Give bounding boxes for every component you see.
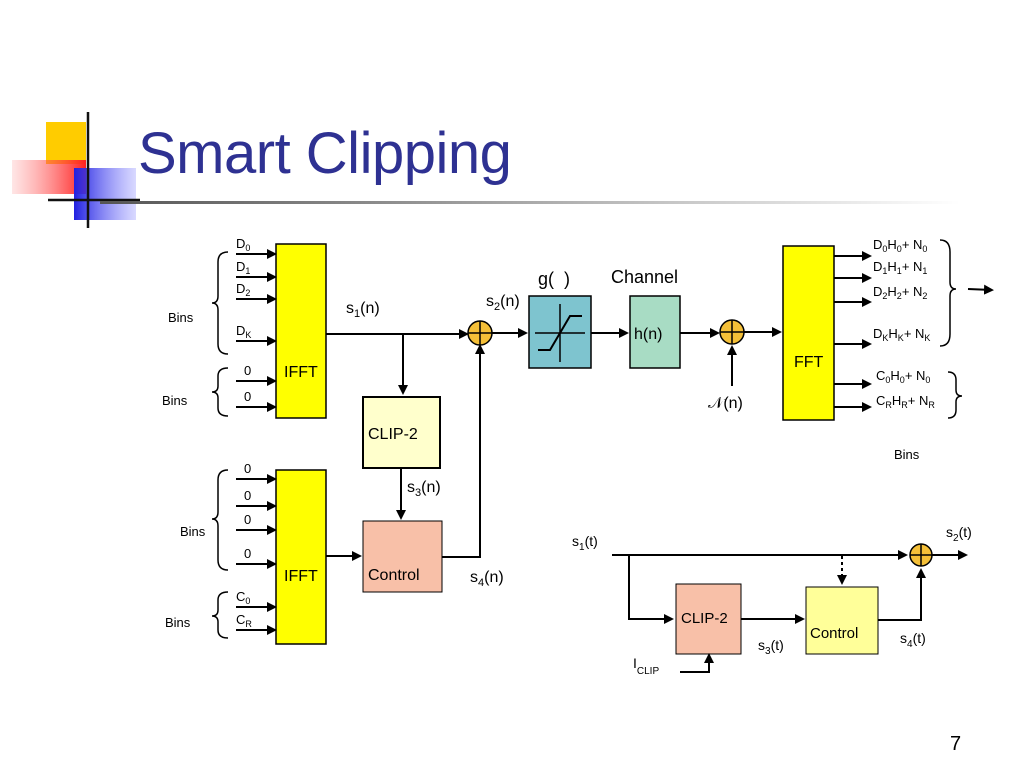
bottom-s4-label: s4(t): [900, 630, 926, 650]
summer-1: [467, 320, 493, 346]
fft-output-arrows: [834, 251, 872, 412]
control-top-block: [362, 520, 443, 593]
ifft-bottom-input-2: 0: [244, 512, 251, 527]
fft-output-label: DKHK+ NK: [873, 326, 930, 343]
s2-label: s2(n): [486, 293, 520, 313]
fft-block: [782, 245, 835, 421]
channel-block-label: h(n): [634, 326, 662, 343]
logo-red-bar: [12, 160, 86, 194]
control-bottom-label: Control: [810, 625, 858, 642]
ifft-bottom-input-3: 0: [244, 546, 251, 561]
logo-decoration: [12, 112, 140, 228]
noise-label: 𝒩(n): [708, 395, 743, 412]
logo-yellow-square: [46, 122, 86, 164]
slide-title: Smart Clipping: [138, 121, 512, 186]
fft-output-label: CRHR+ NR: [876, 393, 935, 410]
ifft-bottom-input-4: C0: [236, 589, 250, 606]
fft-output-label: D0H0+ N0: [873, 237, 927, 254]
iclip-label: ICLIP: [633, 655, 659, 677]
summer-3: [909, 543, 933, 567]
channel-block: [629, 295, 681, 369]
fft-output-label: D1H1+ N1: [873, 259, 927, 276]
fft-output-label: C0H0+ N0: [876, 368, 930, 385]
ifft-top-input-0: D0: [236, 236, 250, 253]
fft-output-labels: D0H0+ N0 D1H1+ N1 D2H2+ N2 DKHK+ NK C0H0+ N0…: [873, 237, 935, 410]
ifft-bottom-label: IFFT: [284, 568, 318, 585]
bins-label-4: Bins: [165, 615, 191, 630]
ifft-bottom-input-0: 0: [244, 461, 251, 476]
clip-top-label: CLIP-2: [368, 426, 418, 443]
bins-label-1: Bins: [168, 310, 194, 325]
control-to-summer: [878, 568, 926, 621]
s1-label: s1(n): [346, 300, 380, 320]
ifft-top-label: IFFT: [284, 364, 318, 381]
output-arrow: [967, 284, 994, 295]
ifft-top-input-2: D2: [236, 281, 250, 298]
bottom-output-label: s2(t): [946, 524, 972, 544]
title-underline: [100, 201, 960, 204]
s4-label: s4(n): [470, 569, 504, 589]
ifft-top-input-4: 0: [244, 363, 251, 378]
logo-blue-bar: [74, 168, 136, 220]
ifft-bottom-input-5: CR: [236, 612, 252, 629]
nonlinearity-curve-icon: [535, 304, 585, 362]
fft-label: FFT: [794, 354, 824, 371]
bottom-s3-label: s3(t): [758, 637, 784, 657]
s4-line: [442, 344, 485, 558]
clip-bottom-label: CLIP-2: [681, 610, 728, 627]
control-bottom-block: [805, 586, 879, 655]
ifft-bottom-input-arrows: [236, 474, 277, 635]
s3-label: s3(n): [407, 479, 441, 499]
iclip-arrow: [680, 653, 714, 673]
bottom-clip-input: [628, 555, 674, 624]
page-number: 7: [950, 733, 962, 755]
ifft-bottom-input-1: 0: [244, 488, 251, 503]
control-top-label: Control: [368, 567, 420, 584]
ifft-top-input-1: D1: [236, 259, 250, 276]
ifft-top-input-arrows: [236, 249, 277, 412]
fft-bins-label: Bins: [894, 447, 920, 462]
bins-label-3: Bins: [180, 524, 206, 539]
nonlinearity-label: g( ): [538, 269, 570, 289]
bottom-input-label: s1(t): [572, 533, 598, 553]
ifft-bottom-block: [275, 469, 327, 645]
bins-label-2: Bins: [162, 393, 188, 408]
input-braces: [211, 251, 229, 639]
channel-label: Channel: [611, 267, 678, 287]
summer-2: [719, 319, 745, 345]
ifft-top-input-3: DK: [236, 323, 251, 340]
ifft-top-block: [275, 243, 327, 419]
ifft-top-input-5: 0: [244, 389, 251, 404]
fft-output-label: D2H2+ N2: [873, 284, 927, 301]
clip-top-block: [362, 396, 441, 469]
output-braces: [939, 239, 963, 419]
